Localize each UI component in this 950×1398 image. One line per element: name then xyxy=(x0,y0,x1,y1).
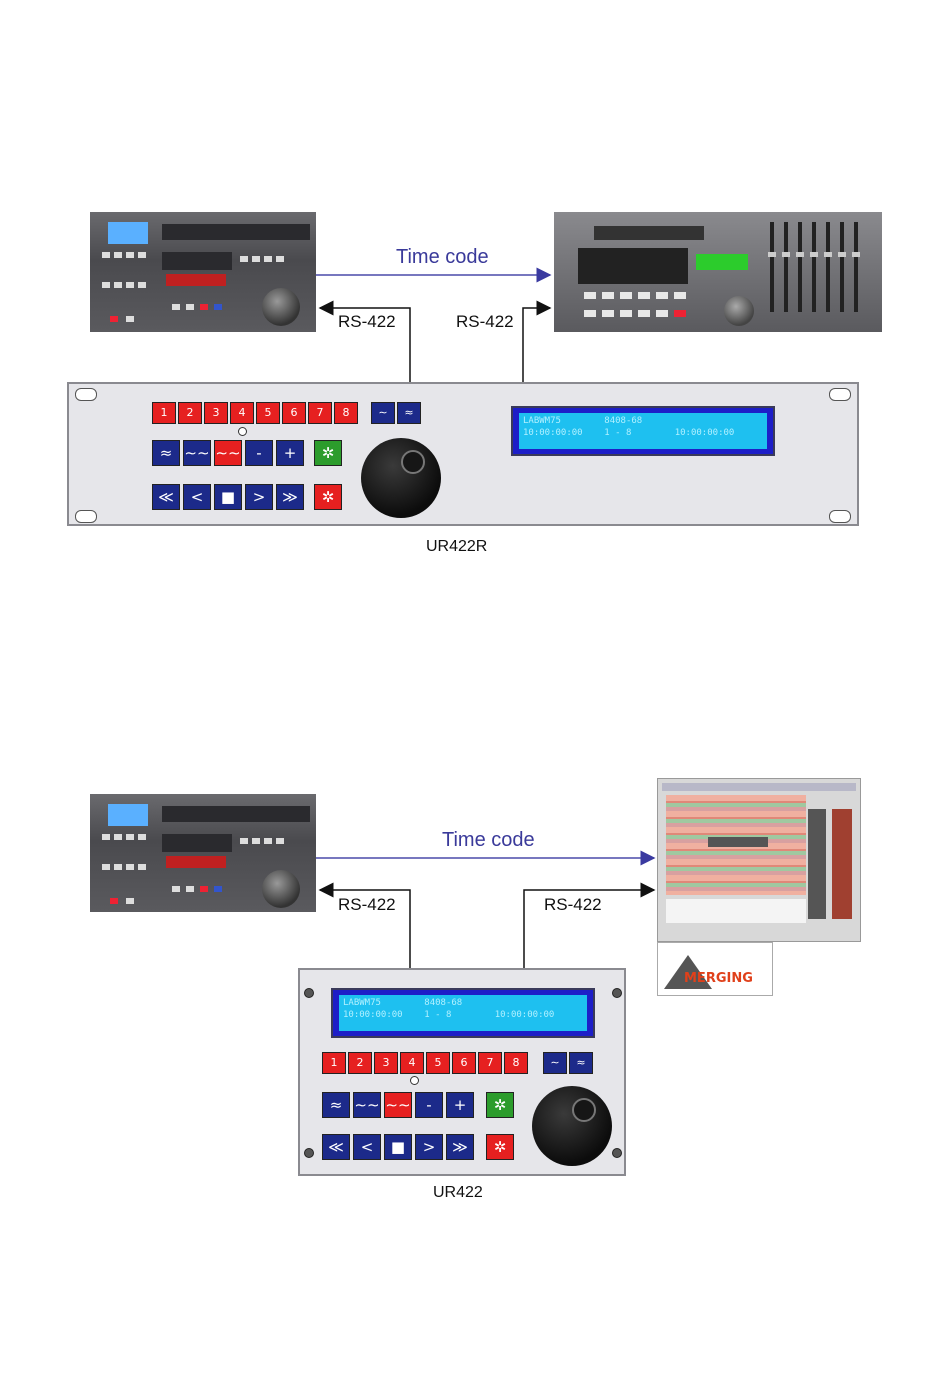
record-function-button[interactable]: ✲ xyxy=(486,1134,514,1160)
number-button-1[interactable]: 1 xyxy=(322,1052,346,1074)
stop-button[interactable]: ■ xyxy=(384,1134,412,1160)
function-button-3[interactable]: ∼∼ xyxy=(384,1092,412,1118)
function-button-2[interactable]: ∼∼ xyxy=(353,1092,381,1118)
status-led xyxy=(410,1076,419,1085)
number-button-8[interactable]: 8 xyxy=(504,1052,528,1074)
jog-wheel[interactable] xyxy=(532,1086,612,1166)
number-button-2[interactable]: 2 xyxy=(348,1052,372,1074)
number-button-3[interactable]: 3 xyxy=(374,1052,398,1074)
wave-button-b[interactable]: ≈ xyxy=(569,1052,593,1074)
rewind-button[interactable]: ≪ xyxy=(322,1134,350,1160)
minus-button[interactable]: - xyxy=(415,1092,443,1118)
step-back-button[interactable]: < xyxy=(353,1134,381,1160)
rs422-left-label: RS-422 xyxy=(338,895,396,915)
number-button-6[interactable]: 6 xyxy=(452,1052,476,1074)
lcd-display: LABWM75 8408-68 10:00:00:00 1 - 8 10:00:… xyxy=(331,988,595,1038)
lcd-line-2: 10:00:00:00 1 - 8 10:00:00:00 xyxy=(343,1010,554,1020)
ur422-controller: LABWM75 8408-68 10:00:00:00 1 - 8 10:00:… xyxy=(298,968,626,1176)
timecode-label: Time code xyxy=(442,829,535,852)
wave-button-a[interactable]: ∼ xyxy=(543,1052,567,1074)
step-forward-button[interactable]: > xyxy=(415,1134,443,1160)
plus-button[interactable]: + xyxy=(446,1092,474,1118)
number-button-4[interactable]: 4 xyxy=(400,1052,424,1074)
fast-forward-button[interactable]: ≫ xyxy=(446,1134,474,1160)
lcd-line-1: LABWM75 8408-68 xyxy=(343,998,462,1008)
number-button-7[interactable]: 7 xyxy=(478,1052,502,1074)
green-function-button[interactable]: ✲ xyxy=(486,1092,514,1118)
rs422-right-label: RS-422 xyxy=(544,895,602,915)
function-button-1[interactable]: ≈ xyxy=(322,1092,350,1118)
ur422-label: UR422 xyxy=(433,1184,483,1202)
number-button-5[interactable]: 5 xyxy=(426,1052,450,1074)
